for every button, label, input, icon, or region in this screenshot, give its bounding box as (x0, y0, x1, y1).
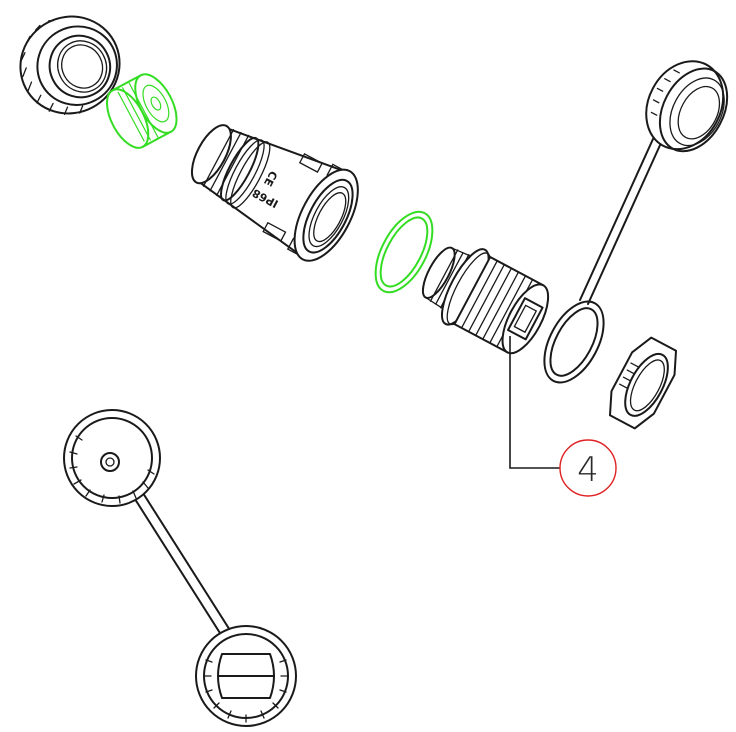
seal-insert-green (106, 73, 178, 149)
panel-receptacle (421, 246, 550, 355)
cable-nut (19, 15, 121, 115)
callout-number: 4 (577, 450, 599, 490)
connector-housing: CE IP68 (190, 124, 359, 262)
dust-cap-receptacle (579, 60, 729, 305)
callout-4: 4 (509, 336, 617, 497)
dust-cap-plug (63, 409, 297, 727)
o-ring-green (374, 210, 434, 294)
ce-mark: CE (261, 169, 280, 189)
flat-gasket (543, 300, 605, 384)
hex-lock-nut (608, 336, 678, 430)
callout-circle (559, 439, 617, 497)
